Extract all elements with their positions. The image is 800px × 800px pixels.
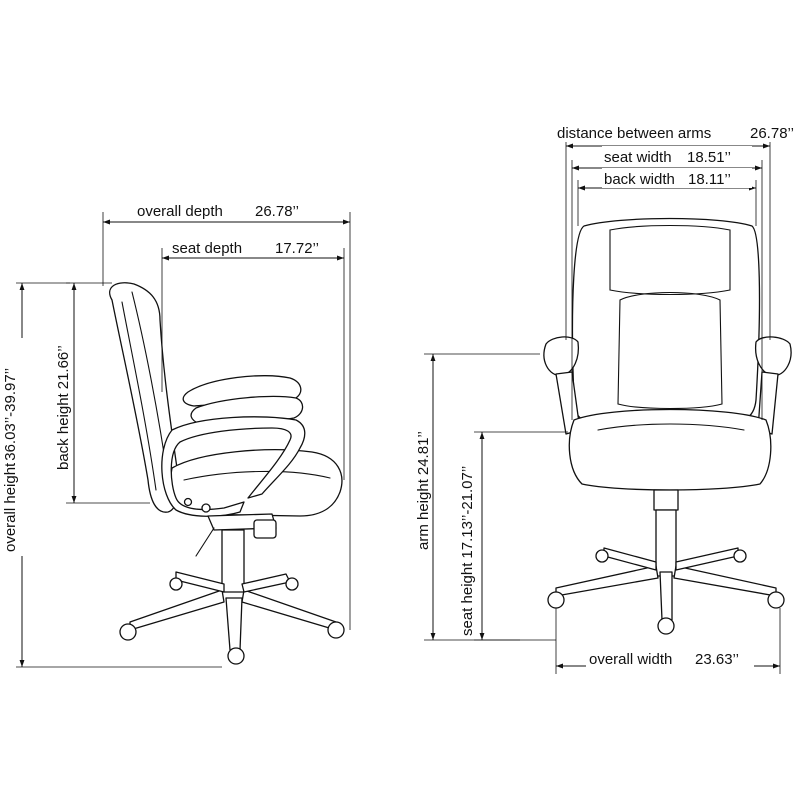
side-caster xyxy=(227,647,245,665)
side-seat-seam xyxy=(183,470,331,481)
distance-between-arms-value: 26.78’’ xyxy=(750,125,794,142)
side-gas-cylinder xyxy=(221,529,245,593)
front-armrest-pad xyxy=(543,336,580,377)
back-width-dimension: back width 18.11’’ xyxy=(577,168,757,226)
side-caster xyxy=(169,577,183,591)
overall-depth-label: overall depth xyxy=(137,203,223,220)
side-base-leg xyxy=(225,597,243,651)
front-gas-cylinder xyxy=(653,489,679,511)
front-base-leg xyxy=(555,565,659,597)
side-caster xyxy=(285,577,299,591)
front-backrest xyxy=(571,217,761,423)
front-base-leg xyxy=(673,565,777,597)
back-height-dimension: back height21.66’’ xyxy=(55,282,150,504)
side-backrest-seam xyxy=(121,301,157,491)
front-caster xyxy=(595,549,609,563)
front-caster xyxy=(547,591,565,609)
side-base-leg xyxy=(241,573,291,593)
side-height-lever xyxy=(195,527,215,557)
arm-height-dimension: arm height24.81’’ xyxy=(415,353,556,641)
overall-width-value: 23.63’’ xyxy=(695,651,739,668)
side-base-leg xyxy=(241,589,337,631)
side-caster xyxy=(119,623,137,641)
overall-width-label: overall width xyxy=(589,651,672,668)
overall-width-dimension: overall width 23.63’’ xyxy=(555,608,781,674)
arm-height-label: arm height24.81’’ xyxy=(415,431,432,550)
seat-width-value: 18.51’’ xyxy=(687,149,731,166)
distance-between-arms-label: distance between arms xyxy=(557,125,711,142)
front-base-leg xyxy=(603,547,657,571)
back-height-label: back height21.66’’ xyxy=(55,345,72,470)
front-seat-cushion xyxy=(568,408,772,491)
overall-depth-dimension: overall depth 26.78’’ xyxy=(102,200,351,630)
front-base-leg xyxy=(659,571,673,621)
front-seat-seam xyxy=(597,423,745,431)
front-backrest-panel xyxy=(617,292,723,410)
front-backrest-headpanel xyxy=(609,224,731,296)
side-base-leg xyxy=(129,589,225,631)
back-width-label: back width xyxy=(604,171,675,188)
seat-depth-value: 17.72’’ xyxy=(275,240,319,257)
front-view-chair xyxy=(543,217,792,635)
seat-height-dimension: seat height17.13’’-21.07’’ xyxy=(456,431,568,641)
side-arm-bolt xyxy=(201,503,211,513)
back-width-value: 18.11’’ xyxy=(688,171,731,188)
seat-width-dimension: seat width 18.51’’ xyxy=(571,146,763,420)
seat-width-label: seat width xyxy=(604,149,672,166)
front-gas-cylinder xyxy=(655,509,677,577)
side-seat-cushion xyxy=(170,449,343,517)
side-view-chair xyxy=(109,282,345,665)
seat-height-label: seat height17.13’’-21.07’’ xyxy=(459,466,476,636)
side-base-leg xyxy=(175,571,225,593)
overall-height-label: overall height36.03’’-39.97’’ xyxy=(2,368,19,552)
front-base-leg xyxy=(675,547,739,571)
side-tension-knob xyxy=(253,519,277,539)
front-caster xyxy=(657,617,675,635)
seat-depth-dimension: seat depth 17.72’’ xyxy=(161,237,345,480)
seat-depth-label: seat depth xyxy=(172,240,242,257)
overall-depth-value: 26.78’’ xyxy=(255,203,299,220)
front-armrest-pad xyxy=(754,336,792,377)
front-caster xyxy=(733,549,747,563)
distance-between-arms-dimension: distance between arms 26.78’’ xyxy=(556,122,800,340)
side-arm-bolt xyxy=(183,497,193,507)
front-caster xyxy=(767,591,785,609)
overall-height-dimension: overall height36.03’’-39.97’’ xyxy=(2,282,222,668)
side-caster xyxy=(327,621,345,639)
